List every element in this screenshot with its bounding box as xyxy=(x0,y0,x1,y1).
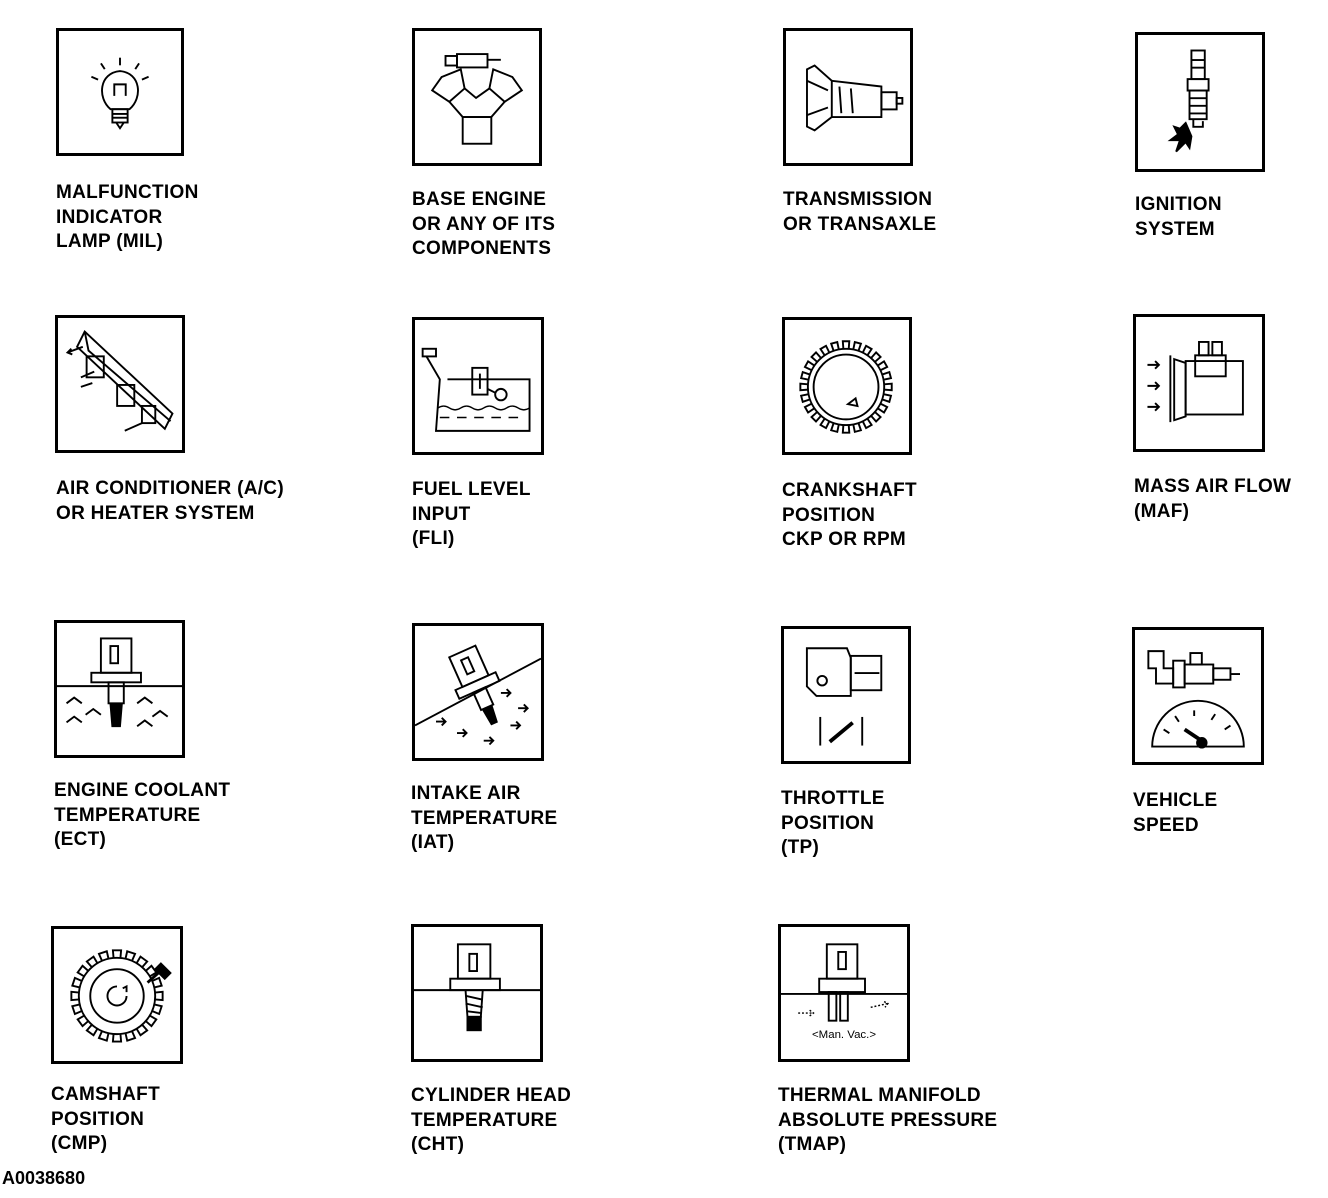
gear-tooth xyxy=(145,1014,158,1028)
gear-tooth xyxy=(870,351,882,363)
gear-tooth xyxy=(841,424,851,434)
cylinder-head-sensor-icon xyxy=(411,924,543,1062)
symbol-label: CYLINDER HEAD TEMPERATURE (CHT) xyxy=(411,1085,572,1155)
symbol-label: THERMAL MANIFOLD ABSOLUTE PRESSURE (TMAP… xyxy=(778,1085,998,1155)
gear-tooth xyxy=(841,340,851,349)
gear-tooth xyxy=(819,418,831,430)
gear-tooth xyxy=(85,955,99,968)
gear-tooth xyxy=(881,370,893,381)
coolant-sensor-icon xyxy=(54,620,185,758)
symbol-label: TRANSMISSION OR TRANSAXLE xyxy=(783,189,937,235)
gear-tooth xyxy=(97,1030,110,1042)
gear-tooth xyxy=(829,340,840,352)
tmap-sensor-icon: <Man. Vac.> xyxy=(778,924,910,1062)
gear-tooth xyxy=(85,1024,99,1037)
speedometer-icon xyxy=(1132,627,1264,765)
symbol-label: IGNITION SYSTEM xyxy=(1135,194,1222,240)
gear-tooth xyxy=(76,964,89,978)
camshaft-gear-icon xyxy=(51,926,183,1064)
gear-tooth xyxy=(111,1033,123,1043)
gear-tooth xyxy=(111,949,123,959)
gear-tooth xyxy=(71,976,83,989)
symbol-label: VEHICLE SPEED xyxy=(1133,790,1218,836)
fuel-tank-icon xyxy=(412,317,544,455)
gear-tooth xyxy=(135,1024,149,1037)
symbol-label: FUEL LEVEL INPUT (FLI) xyxy=(412,479,531,549)
air-conditioner-icon xyxy=(55,315,185,453)
gear-tooth xyxy=(151,976,163,989)
gear-tooth xyxy=(124,950,137,962)
symbol-label: INTAKE AIR TEMPERATURE (IAT) xyxy=(411,783,558,853)
gear-tooth xyxy=(810,351,822,363)
symbol-label: CAMSHAFT POSITION (CMP) xyxy=(51,1084,160,1154)
gear-tooth xyxy=(819,344,831,356)
gear-tooth xyxy=(877,360,889,372)
mass-air-flow-sensor-icon xyxy=(1133,314,1265,452)
tmap-icon-text: <Man. Vac.> xyxy=(812,1029,876,1041)
gear-tooth xyxy=(799,393,811,404)
gear-tooth xyxy=(145,964,158,978)
reference-code: A0038680 xyxy=(2,1168,86,1188)
symbol-label: ENGINE COOLANT TEMPERATURE (ECT) xyxy=(54,780,231,850)
gear-tooth xyxy=(877,402,889,414)
gear-tooth xyxy=(861,344,873,356)
gear-tooth xyxy=(803,360,815,372)
malfunction-lamp-icon xyxy=(56,28,184,156)
transmission-icon xyxy=(783,28,913,166)
symbol-label: BASE ENGINE OR ANY OF ITS COMPONENTS xyxy=(412,189,556,259)
gear-tooth xyxy=(861,418,873,430)
symbol-label: MALFUNCTION INDICATOR LAMP (MIL) xyxy=(56,182,199,252)
gear-tooth xyxy=(799,382,809,392)
gear-tooth xyxy=(810,411,822,423)
spark-plug-icon xyxy=(1135,32,1265,172)
gear-tooth xyxy=(852,422,863,434)
gear-tooth xyxy=(870,411,882,423)
crankshaft-wheel-icon xyxy=(782,317,912,455)
symbol-label: AIR CONDITIONER (A/C) OR HEATER SYSTEM xyxy=(56,478,284,524)
gear-tooth xyxy=(135,955,149,968)
gear-tooth xyxy=(71,1003,83,1016)
gear-tooth xyxy=(884,382,893,392)
gear-tooth xyxy=(97,950,110,962)
gear-tooth xyxy=(881,393,893,404)
gear-tooth xyxy=(803,402,815,414)
gear-tooth xyxy=(70,990,80,1002)
gear-tooth xyxy=(124,1030,137,1042)
gear-tooth xyxy=(799,370,811,381)
gear-tooth xyxy=(151,1003,163,1016)
gear-tooth xyxy=(852,340,863,352)
symbol-label: CRANKSHAFT POSITION CKP OR RPM xyxy=(782,480,917,550)
symbol-label: THROTTLE POSITION (TP) xyxy=(781,788,885,858)
gear-tooth xyxy=(76,1014,89,1028)
symbol-label: MASS AIR FLOW (MAF) xyxy=(1134,476,1292,522)
throttle-sensor-icon xyxy=(781,626,911,764)
base-engine-icon xyxy=(412,28,542,166)
intake-air-sensor-icon xyxy=(412,623,544,761)
gear-tooth xyxy=(154,990,164,1002)
gear-tooth xyxy=(829,422,840,434)
